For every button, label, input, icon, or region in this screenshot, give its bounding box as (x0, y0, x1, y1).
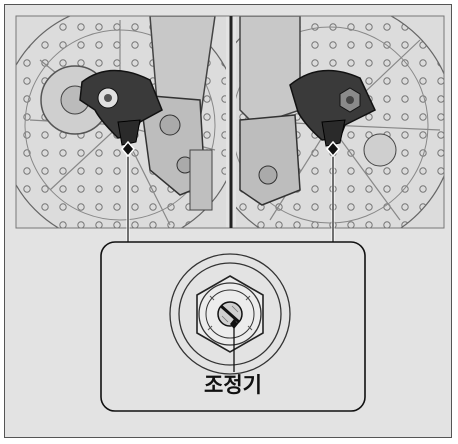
callout-box: 조정기 (101, 242, 365, 411)
left-fork-photo (0, 5, 240, 245)
callout-label: 조정기 (204, 373, 262, 397)
right-fork-photo (205, 0, 455, 250)
